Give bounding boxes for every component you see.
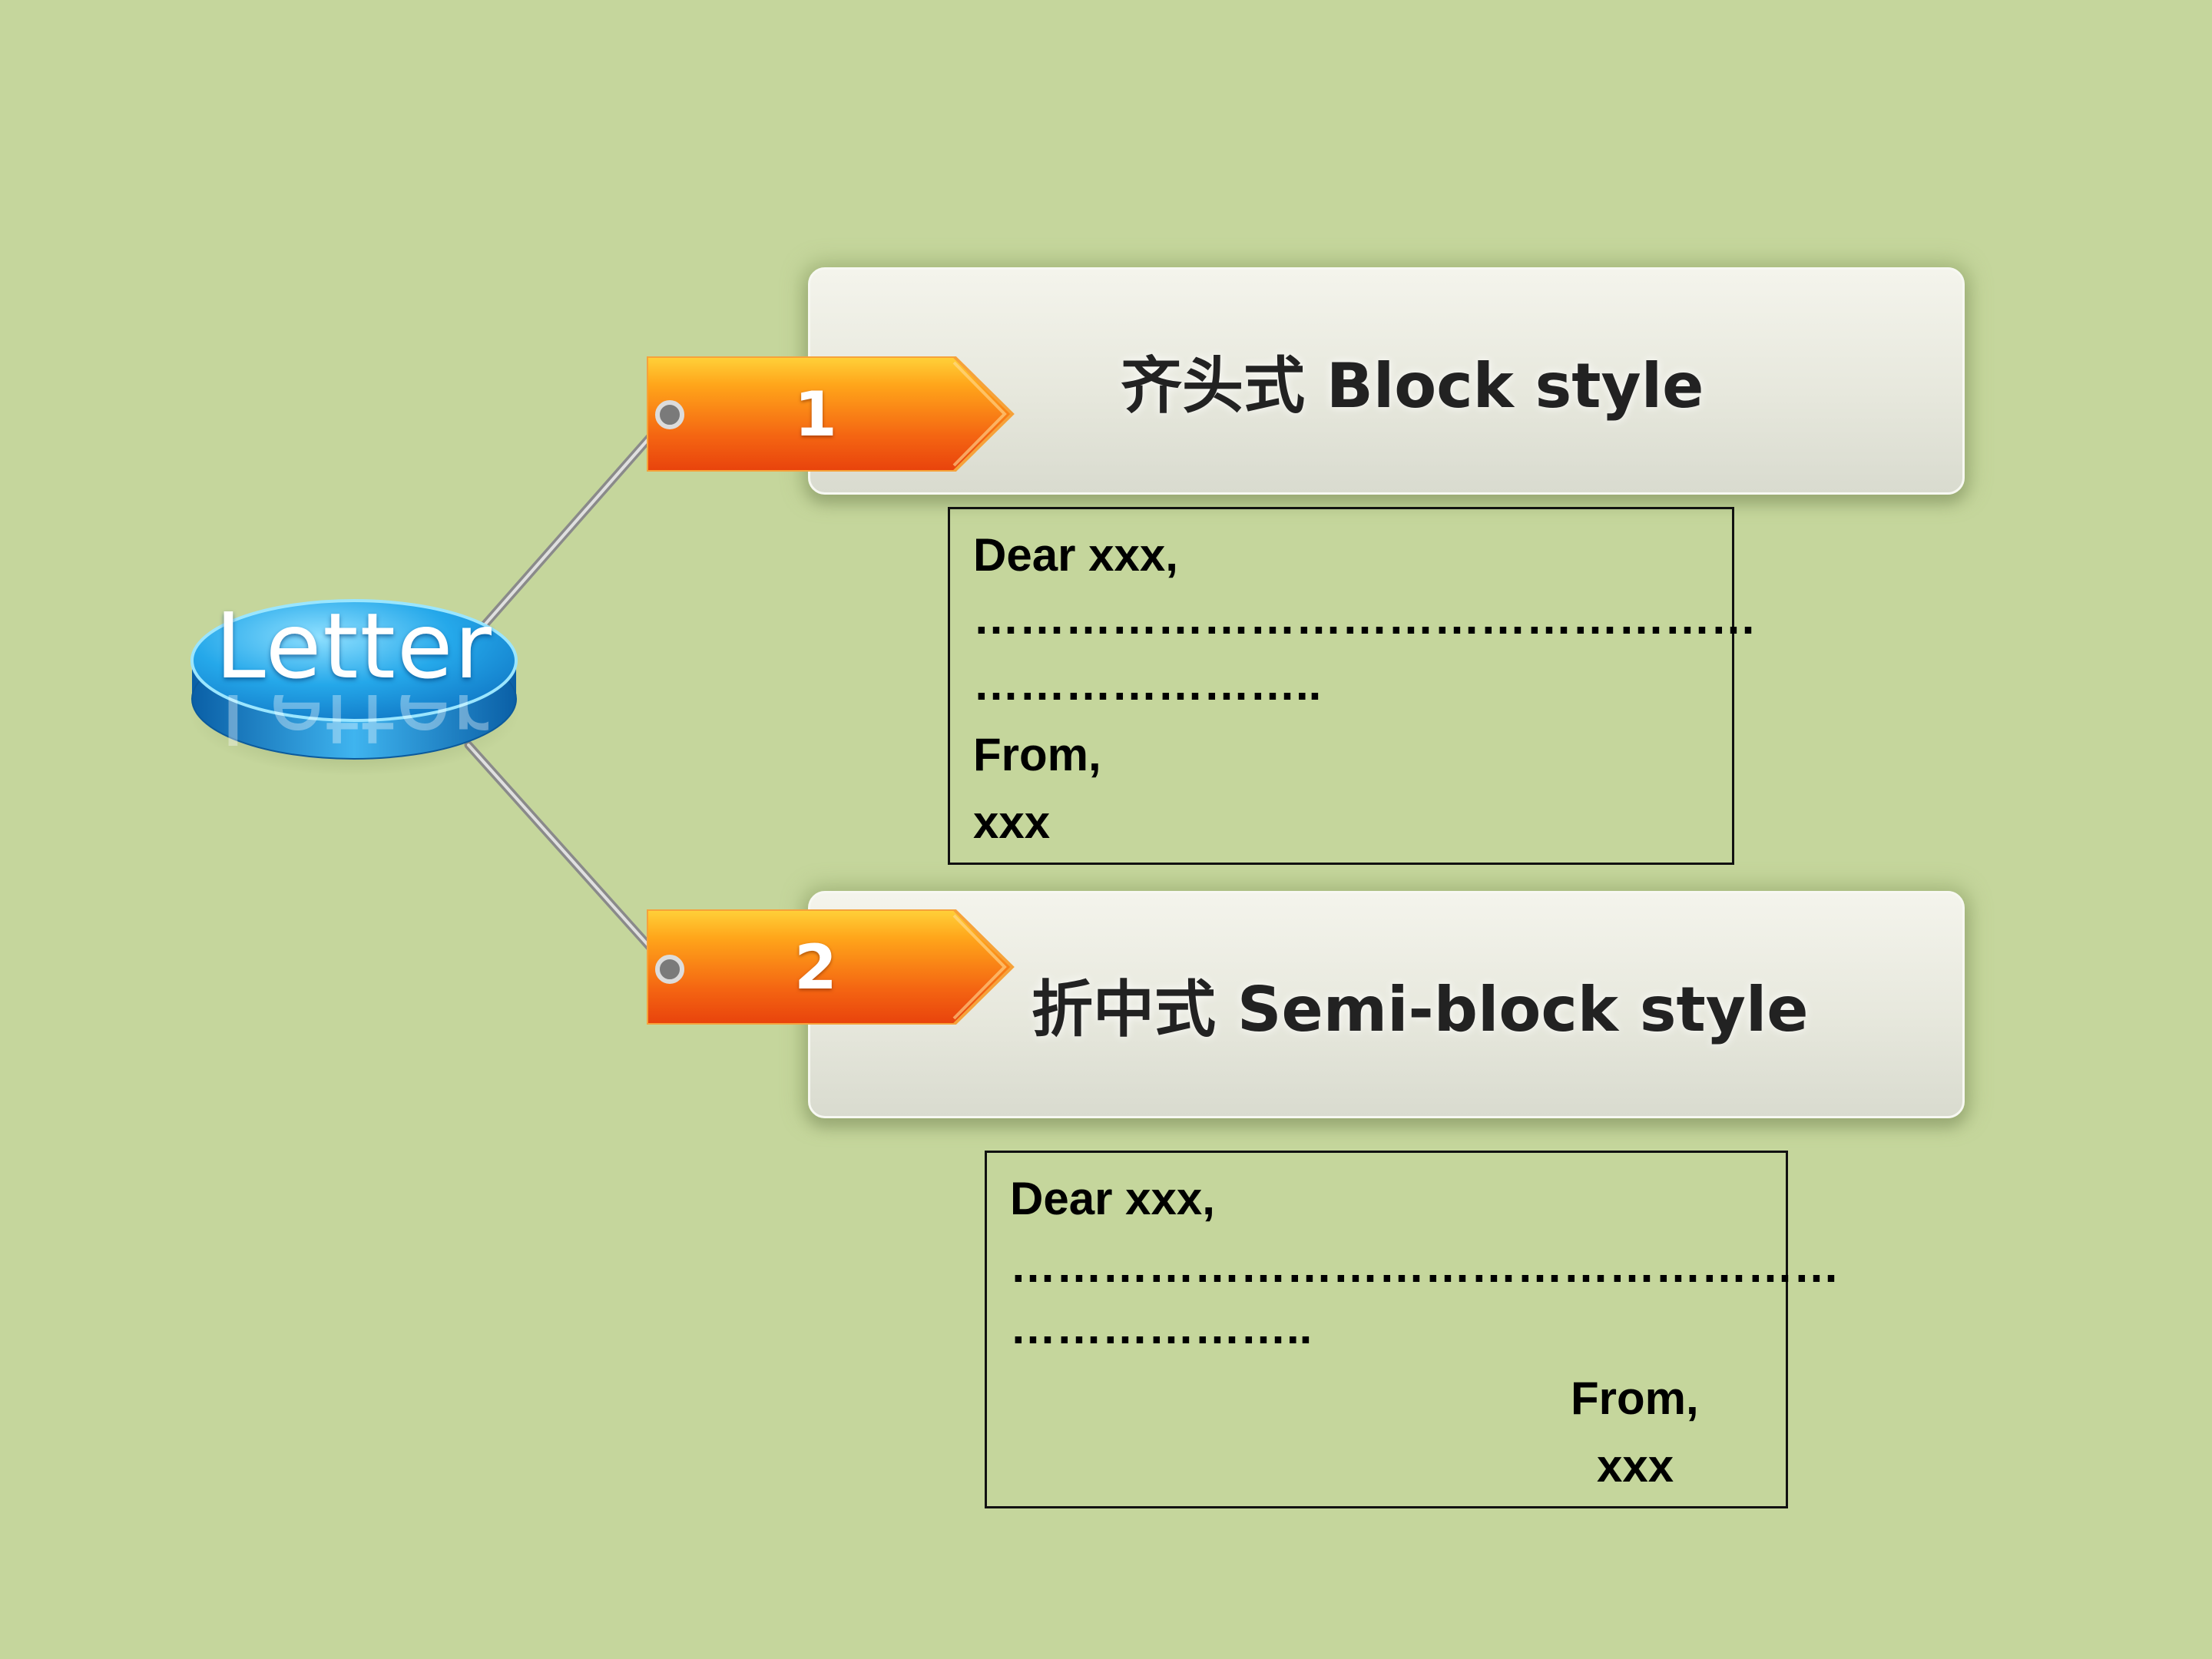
- block-style-panel: 齐头式 Block style: [808, 267, 1965, 495]
- letter-closing: From,: [1571, 1373, 1699, 1424]
- connector-node-1: [655, 400, 684, 429]
- number-tag-2: 2: [647, 909, 1015, 1025]
- letter-closing: From,: [973, 729, 1101, 780]
- letter-body-line: ……………………………………………: [973, 592, 1757, 644]
- badge-reflection: Letter: [220, 695, 488, 757]
- letter-salutation: Dear xxx,: [1010, 1173, 1215, 1224]
- number-label-1: 1: [794, 378, 837, 450]
- letter-badge: Letter Letter: [189, 584, 519, 776]
- arrow-shape-icon: [647, 356, 1015, 472]
- letter-body-line: …………………..: [973, 658, 1322, 710]
- semi-block-style-panel: 折中式 Semi-block style: [808, 891, 1965, 1118]
- connector-line-1-highlight: [475, 413, 671, 636]
- number-tag-1: 1: [647, 356, 1015, 472]
- letter-body-line: ………………..: [1010, 1302, 1313, 1353]
- block-style-title: 齐头式 Block style: [1121, 350, 1704, 422]
- connector-line-2-highlight: [467, 743, 671, 971]
- connector-node-2: [655, 955, 684, 984]
- letter-signature: xxx: [1597, 1440, 1674, 1492]
- number-label-2: 2: [794, 931, 837, 1003]
- arrow-shape-icon: [647, 909, 1015, 1025]
- letter-label: Letter: [215, 593, 493, 699]
- semi-block-style-letter: Dear xxx, ……………………………………………… ……………….. Fr…: [985, 1151, 1839, 1508]
- blue-disc-icon: [189, 599, 519, 776]
- semi-block-style-title: 折中式 Semi-block style: [1031, 974, 1809, 1045]
- block-style-letter: Dear xxx, …………………………………………… ………………….. Fr…: [948, 507, 1757, 865]
- letter-signature: xxx: [973, 796, 1051, 848]
- letter-body-line: ………………………………………………: [1010, 1240, 1839, 1292]
- letter-salutation: Dear xxx,: [973, 529, 1178, 581]
